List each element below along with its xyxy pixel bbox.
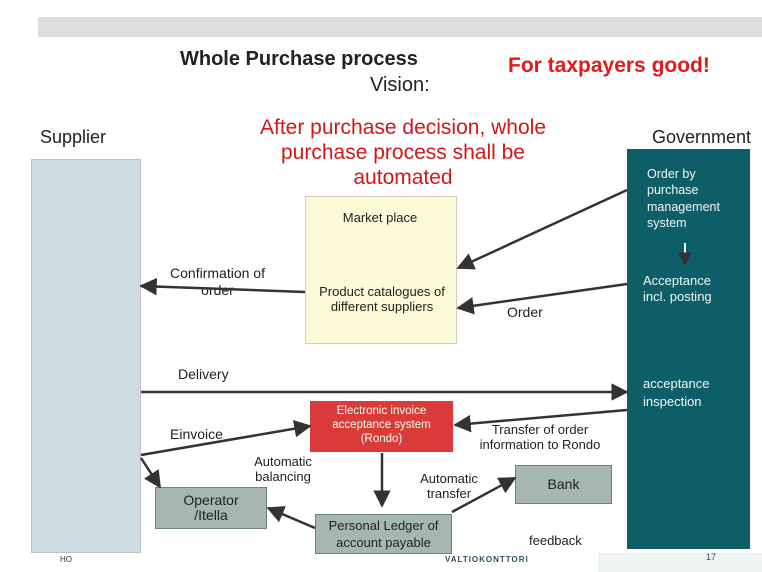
top-banner-bar (38, 17, 762, 37)
arrow-einvoice (140, 420, 312, 457)
step-line: management (647, 199, 720, 214)
automatic-balancing-label: Automatic balancing (242, 454, 324, 485)
arrow-confirmation (139, 277, 306, 296)
step-line: incl. posting (643, 288, 712, 304)
box-line: account payable (336, 534, 431, 550)
arrow-supplier-operator (139, 457, 162, 489)
einvoice-label: Einvoice (170, 426, 223, 442)
arrow-balancing (266, 506, 316, 530)
step-line: Acceptance (643, 273, 711, 288)
step-line: inspection (643, 393, 702, 409)
label-line: information to Rondo (479, 437, 601, 453)
label-line: Confirmation of (170, 265, 265, 281)
transfer-order-label: Transfer of order information to Rondo (470, 422, 610, 453)
step-line: purchase (647, 183, 699, 198)
government-column-label: Government (652, 127, 752, 147)
bank-box: Bank (515, 465, 612, 504)
box-line: /Itella (194, 507, 228, 524)
footer-ho: HO (60, 555, 72, 564)
headline-line: automated (353, 165, 453, 189)
label-line: Automatic (420, 471, 478, 486)
catalogue-line: Product catalogues of (319, 284, 445, 299)
step-line: system (647, 215, 687, 230)
headline-line: After purchase decision, whole (260, 116, 546, 139)
footer-brand-logo: VALTIOKONTTORI (445, 555, 529, 564)
government-column (627, 149, 750, 549)
box-line: Personal Ledger of (328, 518, 439, 533)
market-place-box (305, 196, 457, 344)
box-line: (Rondo) (360, 432, 403, 445)
footer-bar (598, 553, 762, 572)
rondo-system-box: Electronic invoice acceptance system (Ro… (310, 401, 453, 452)
step-line: Order by (647, 167, 696, 181)
arrow-order (456, 282, 628, 315)
automatic-transfer-label: Automatic transfer (408, 471, 490, 502)
label-line: balancing (255, 469, 311, 485)
step-line: acceptance (643, 376, 710, 391)
supplier-column-label: Supplier (40, 127, 107, 147)
operator-itella-box: Operator /Itella (155, 487, 267, 529)
market-place-label: Market place (342, 210, 418, 225)
label-line: transfer (426, 486, 472, 502)
box-line: acceptance system (332, 418, 431, 431)
box-line: Electronic invoice (336, 405, 427, 417)
supplier-column (31, 159, 141, 553)
catalogue-line: different suppliers (330, 299, 434, 315)
product-catalogues-label: Product catalogues of different supplier… (308, 284, 456, 315)
page-title: Whole Purchase process (180, 48, 418, 70)
arrow-order-to-market (456, 188, 628, 270)
label-line: Transfer of order (491, 422, 589, 437)
arrow-ledger-bank (451, 476, 517, 514)
tagline: For taxpayers good! (508, 54, 710, 77)
page-number: 17 (706, 552, 717, 562)
headline-line: purchase process shall be (281, 140, 525, 164)
order-by-system-label: Order by purchase management system (647, 166, 747, 231)
acceptance-posting-label: Acceptance incl. posting (643, 273, 747, 304)
box-line: Operator (183, 492, 239, 508)
personal-ledger-box: Personal Ledger of account payable (315, 514, 452, 554)
vision-headline: After purchase decision, whole purchase … (218, 116, 588, 190)
arrow-transfer-order (453, 408, 628, 433)
page-subtitle: Vision: (370, 74, 430, 96)
acceptance-inspection-label: acceptance inspection (643, 375, 747, 410)
order-label: Order (507, 304, 543, 320)
label-line: Automatic (254, 454, 312, 469)
feedback-label: feedback (529, 533, 582, 548)
delivery-label: Delivery (178, 366, 229, 382)
